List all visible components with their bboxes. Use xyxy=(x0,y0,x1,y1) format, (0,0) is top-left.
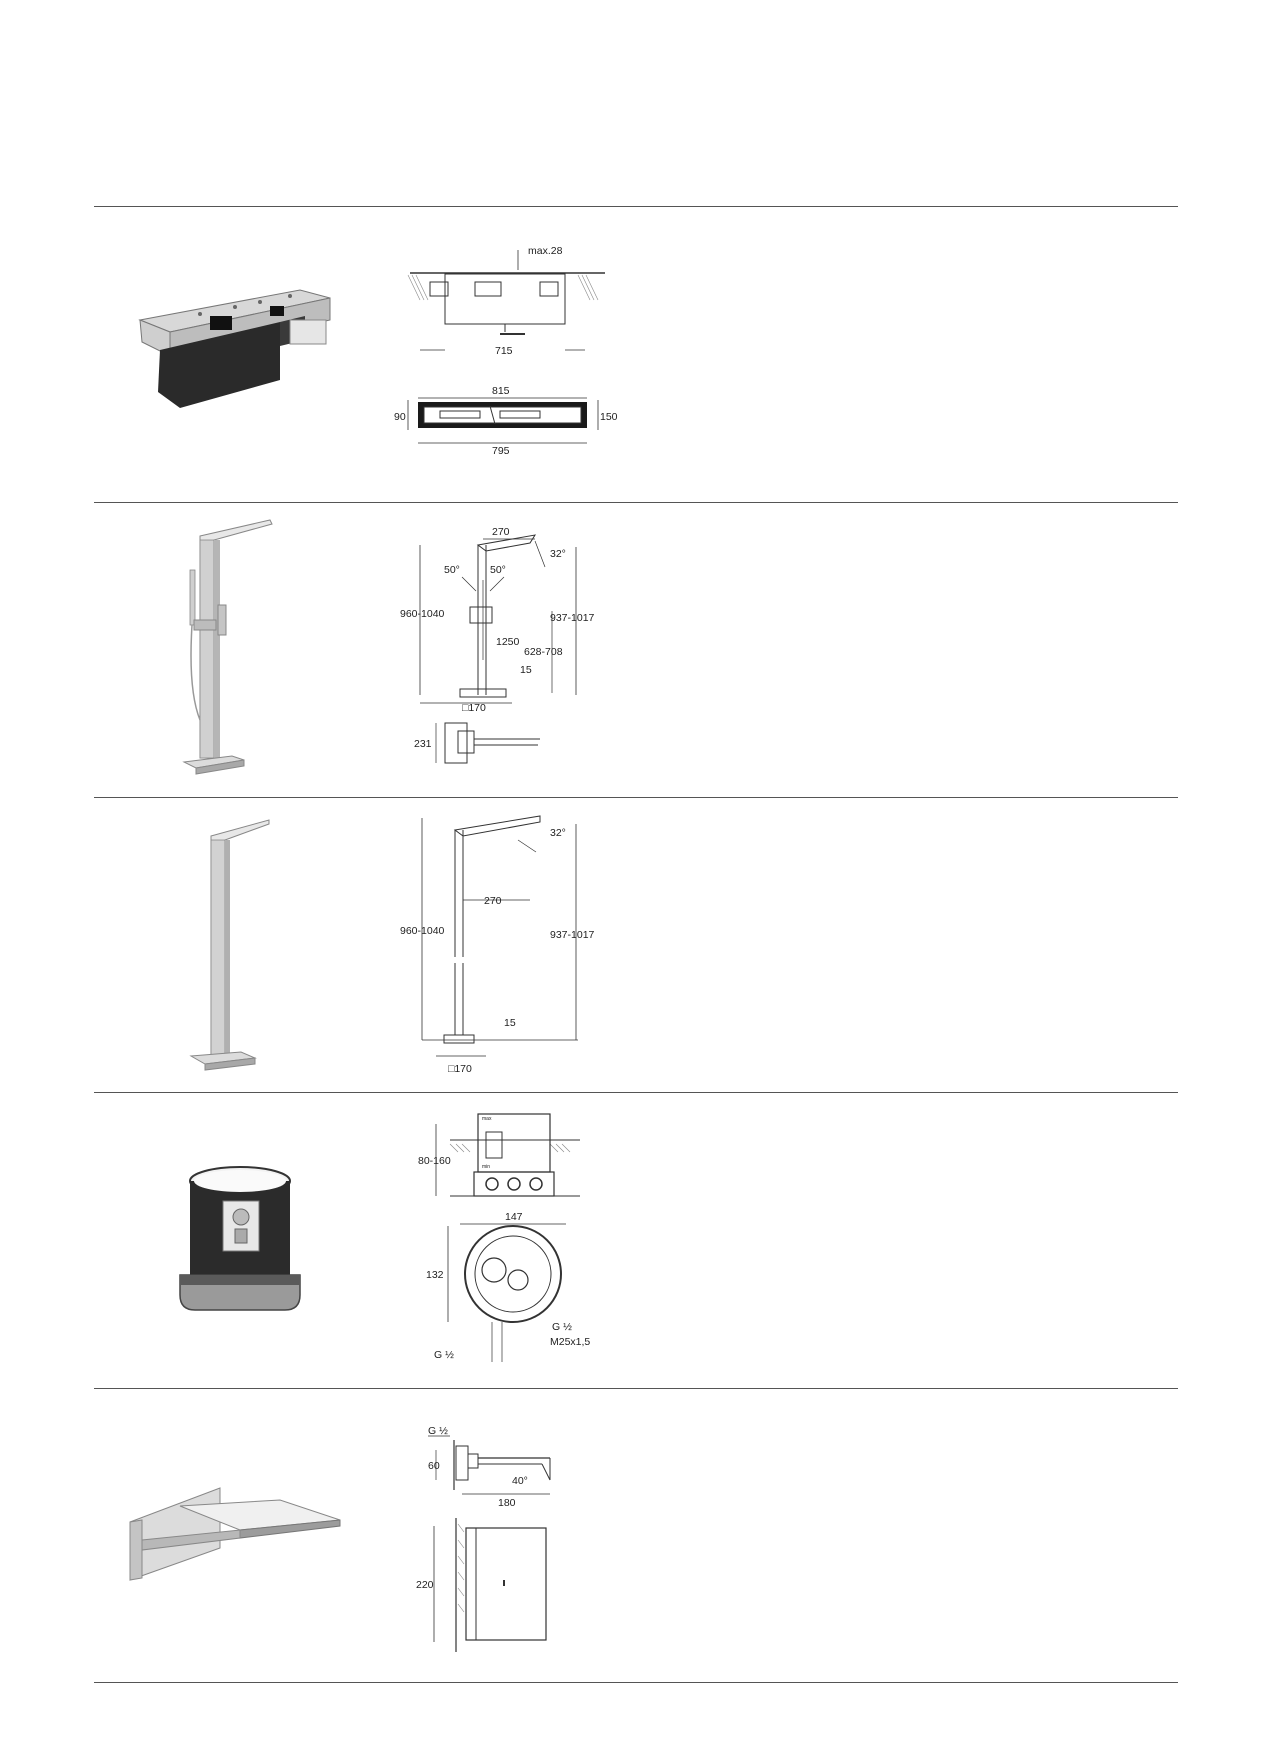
dim-front-height: 220 xyxy=(416,1579,434,1591)
label-max: max xyxy=(482,1116,492,1122)
technical-drawing-wall-mounted-spout: G ½ 60 40° 180 220 xyxy=(400,1400,620,1670)
dim-depth-right: 150 xyxy=(600,411,618,423)
dim-base-square: □170 xyxy=(448,1063,472,1075)
product-photo-wall-mounted-spout xyxy=(120,1480,350,1590)
label-min: min xyxy=(482,1164,490,1170)
dim-side-depth: 231 xyxy=(414,738,432,750)
dim-depth-left: 90 xyxy=(394,411,406,423)
dim-max: max.28 xyxy=(528,245,563,257)
dim-projection: 180 xyxy=(498,1497,516,1509)
dim-reach: 270 xyxy=(484,895,502,907)
dim-height-total: 960-1040 xyxy=(400,608,445,620)
technical-drawing-rough-in-box: max.28 715 815 90 150 795 xyxy=(394,240,620,460)
technical-drawing-concealed-body: max min 80-160 147 132 G ½ M25x1,5 G ½ xyxy=(400,1100,620,1380)
dim-angle-spout: 32° xyxy=(550,548,566,560)
product-photo-concealed-body xyxy=(175,1165,305,1315)
product-photo-floor-standing-bath-mixer xyxy=(180,519,290,782)
dim-plate-height: 60 xyxy=(428,1460,440,1472)
technical-drawing-floor-standing-spout: 32° 270 960-1040 937-1017 15 □170 xyxy=(400,810,620,1080)
separator-rule xyxy=(94,1092,1178,1093)
dim-inner-width: 715 xyxy=(495,345,513,357)
separator-rule xyxy=(94,1682,1178,1683)
dim-angle-left: 50° xyxy=(444,564,460,576)
dim-fixing-width: 795 xyxy=(492,445,510,457)
separator-rule xyxy=(94,206,1178,207)
dim-handle-height: 628-708 xyxy=(524,646,563,658)
dim-depth: 80-160 xyxy=(418,1155,451,1167)
dim-angle-spout: 32° xyxy=(550,827,566,839)
dim-width: 147 xyxy=(505,1211,523,1223)
dim-reach: 270 xyxy=(492,526,510,538)
dim-height-outlet: 937-1017 xyxy=(550,929,595,941)
separator-rule xyxy=(94,1388,1178,1389)
dim-base-offset: 15 xyxy=(520,664,532,676)
dim-screw: M25x1,5 xyxy=(550,1336,590,1348)
dim-angle-right: 50° xyxy=(490,564,506,576)
product-photo-rough-in-box xyxy=(130,280,340,420)
dim-base-offset: 15 xyxy=(504,1017,516,1029)
dim-height-total: 960-1040 xyxy=(400,925,445,937)
dim-total-width: 815 xyxy=(492,385,510,397)
technical-drawing-floor-standing-bath-mixer: 270 32° 50° 50° 960-1040 937-1017 1250 6… xyxy=(400,525,620,780)
dim-base-square: □170 xyxy=(462,702,486,714)
dim-angle: 40° xyxy=(512,1475,528,1487)
thread-right: G ½ xyxy=(552,1321,572,1333)
separator-rule xyxy=(94,502,1178,503)
thread: G ½ xyxy=(428,1425,448,1437)
dim-hose: 1250 xyxy=(496,636,520,648)
thread-bottom: G ½ xyxy=(434,1349,454,1361)
separator-rule xyxy=(94,797,1178,798)
dim-height-outlet: 937-1017 xyxy=(550,612,595,624)
dim-height: 132 xyxy=(426,1269,444,1281)
product-photo-floor-standing-spout xyxy=(185,819,285,1078)
